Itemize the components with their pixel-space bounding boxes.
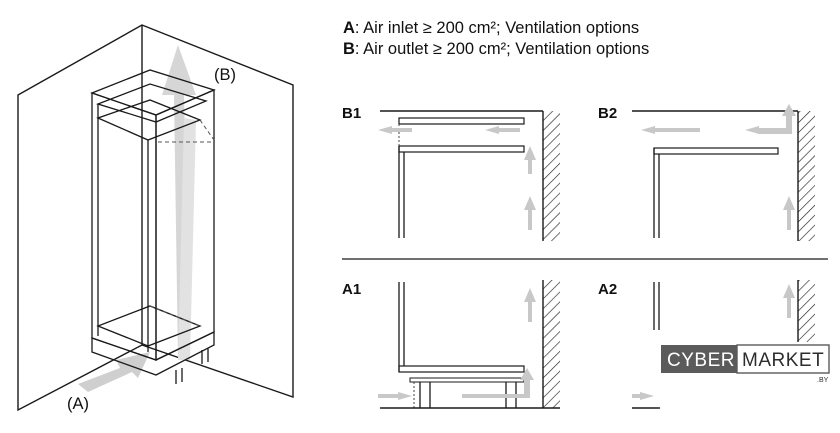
inlet-arrow-floor (78, 352, 150, 392)
panel-label-b1: B1 (342, 105, 361, 122)
watermark-left: CYBER (667, 350, 735, 371)
watermark-sub: .BY (817, 377, 829, 384)
cabinet-feet (175, 348, 209, 384)
panel-a1: A1 (342, 280, 560, 409)
panel-b2: B2 (598, 104, 815, 241)
panel-a2: A2 (598, 280, 815, 409)
legend-key-a: A (343, 19, 355, 37)
wall-hatch-b2 (798, 111, 815, 241)
legend-line-b: B: Air outlet ≥ 200 cm²; Ventilation opt… (343, 40, 649, 58)
airflow-arrow-b2-left (641, 126, 700, 134)
airflow-arrow-a1-floor (462, 368, 534, 398)
airflow-arrow-a2-up (783, 284, 795, 318)
cabinet-illustration: (A) (B) (17, 24, 294, 413)
airflow-arrow-b1-left (378, 126, 412, 134)
wall-hatch-b1 (543, 111, 560, 241)
vertical-airflow-band (178, 118, 196, 360)
airflow-arrow-b2-corner (745, 104, 796, 134)
panel-label-a1: A1 (342, 281, 361, 298)
wall-hatch-a1 (543, 280, 560, 408)
watermark-box (661, 345, 737, 373)
airflow-arrow-a1-up (524, 288, 536, 322)
cabinet-hidden-edges (149, 119, 215, 327)
watermark-box-right (736, 344, 830, 374)
watermark-right: MARKET (742, 350, 824, 371)
legend: A: Air inlet ≥ 200 cm²; Ventilation opti… (343, 19, 649, 58)
inlet-callout: (A) (67, 395, 89, 413)
legend-text-b: : Air outlet ≥ 200 cm²; Ventilation opti… (355, 40, 649, 58)
cabinet-carcass (90, 69, 216, 376)
legend-line-a: A: Air inlet ≥ 200 cm²; Ventilation opti… (343, 19, 639, 37)
panel-label-a2: A2 (598, 281, 617, 298)
airflow-arrow-b1-up-2 (524, 146, 536, 174)
airflow-arrow-a1-inlet (378, 392, 412, 400)
legend-key-b: B (343, 40, 355, 58)
airflow-arrow-a2-inlet (632, 392, 654, 400)
wall-hatch-a2 (798, 280, 815, 342)
panel-label-b2: B2 (598, 105, 617, 122)
watermark-logo: CYBER MARKET .BY (661, 344, 830, 384)
airflow-arrow-b1-top (485, 126, 520, 134)
legend-text-a: : Air inlet ≥ 200 cm²; Ventilation optio… (355, 19, 639, 37)
panel-b1: B1 (342, 105, 560, 241)
airflow-arrow-b1-up (524, 196, 536, 230)
airflow-arrow-b2-up (783, 196, 795, 230)
outlet-callout: (B) (214, 66, 236, 84)
